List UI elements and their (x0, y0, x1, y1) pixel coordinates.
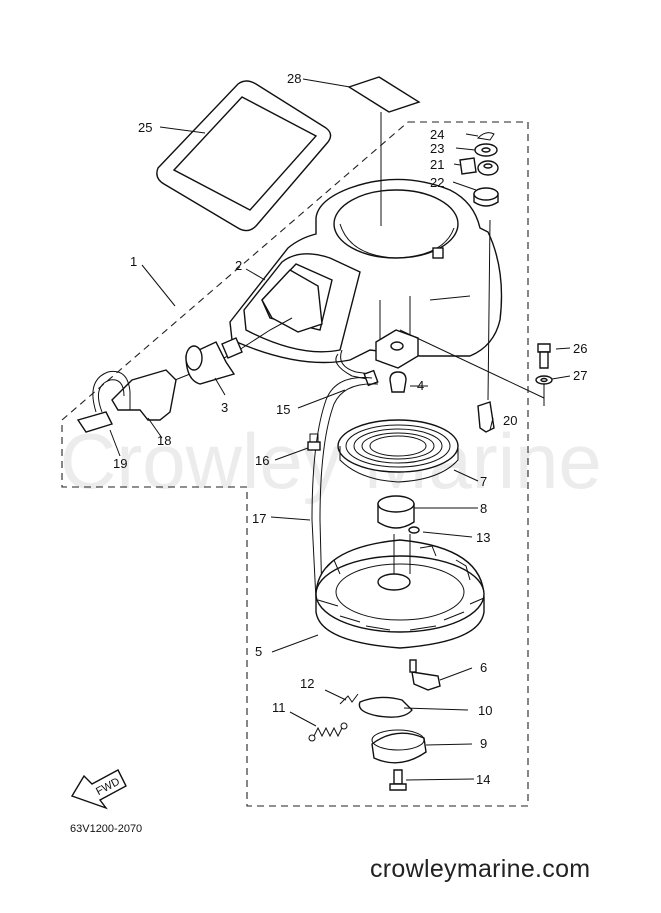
part-22-spacer (473, 187, 499, 207)
callout-18: 18 (157, 433, 171, 448)
callout-22: 22 (430, 175, 444, 190)
part-24-cotter (476, 132, 495, 141)
part-7-spiral-spring (337, 419, 459, 483)
callout-9: 9 (480, 736, 487, 751)
callout-12: 12 (300, 676, 314, 691)
part-8-bushing (377, 495, 415, 529)
callout-27: 27 (573, 368, 587, 383)
callout-26: 26 (573, 341, 587, 356)
part-28-label (347, 76, 421, 113)
callout-1: 1 (130, 254, 137, 269)
diagram-part-code: 63V1200-2070 (70, 823, 142, 835)
part-27-washer (535, 375, 553, 385)
part-16-bolt (307, 433, 321, 451)
callout-20: 20 (503, 413, 517, 428)
callout-16: 16 (255, 453, 269, 468)
part-5-sheave-drum (315, 534, 485, 649)
part-3-rope-guide (185, 337, 243, 385)
part-9-cap (371, 729, 427, 764)
callout-28: 28 (287, 71, 301, 86)
part-6-pawl (409, 659, 441, 691)
callout-23: 23 (430, 141, 444, 156)
part-11-return-spring (308, 722, 348, 742)
part-18-handle (111, 369, 177, 421)
callout-7: 7 (480, 474, 487, 489)
callout-6: 6 (480, 660, 487, 675)
callout-13: 13 (476, 530, 490, 545)
part-25-seal (156, 80, 332, 232)
callout-10: 10 (478, 703, 492, 718)
callout-11: 11 (272, 700, 286, 715)
part-4-collar (389, 371, 407, 393)
callout-labels: 28 25 1 2 3 4 15 18 19 16 20 7 8 13 17 5… (113, 71, 587, 787)
part-26-bolt (537, 343, 551, 369)
callout-21: 21 (430, 157, 444, 172)
part-19-clip (76, 370, 131, 433)
callout-25: 25 (138, 120, 152, 135)
part-15-hose (335, 353, 373, 381)
part-13-clip (408, 526, 420, 534)
callout-8: 8 (480, 501, 487, 516)
watermark-text: Crowley Marine (60, 417, 602, 505)
part-2-grommet (261, 269, 323, 333)
callout-14: 14 (476, 772, 490, 787)
callout-17: 17 (252, 511, 266, 526)
callout-3: 3 (221, 400, 228, 415)
part-14-bolt (389, 769, 407, 791)
part-20-lock (477, 401, 495, 433)
assembly-boundary (61, 121, 529, 807)
callout-19: 19 (113, 456, 127, 471)
part-23-washer (474, 143, 498, 157)
callout-2: 2 (235, 258, 242, 273)
callout-24: 24 (430, 127, 444, 142)
callout-5: 5 (255, 644, 262, 659)
part-10-drive-plate (358, 696, 413, 718)
callout-4: 4 (417, 378, 424, 393)
part-12-spring-clip (339, 693, 359, 705)
leader-lines (109, 78, 571, 781)
website-text: crowleymarine.com (370, 855, 590, 883)
fwd-arrow-icon: FWD (70, 769, 127, 810)
part-21-nut (459, 157, 499, 176)
callout-15: 15 (276, 402, 290, 417)
